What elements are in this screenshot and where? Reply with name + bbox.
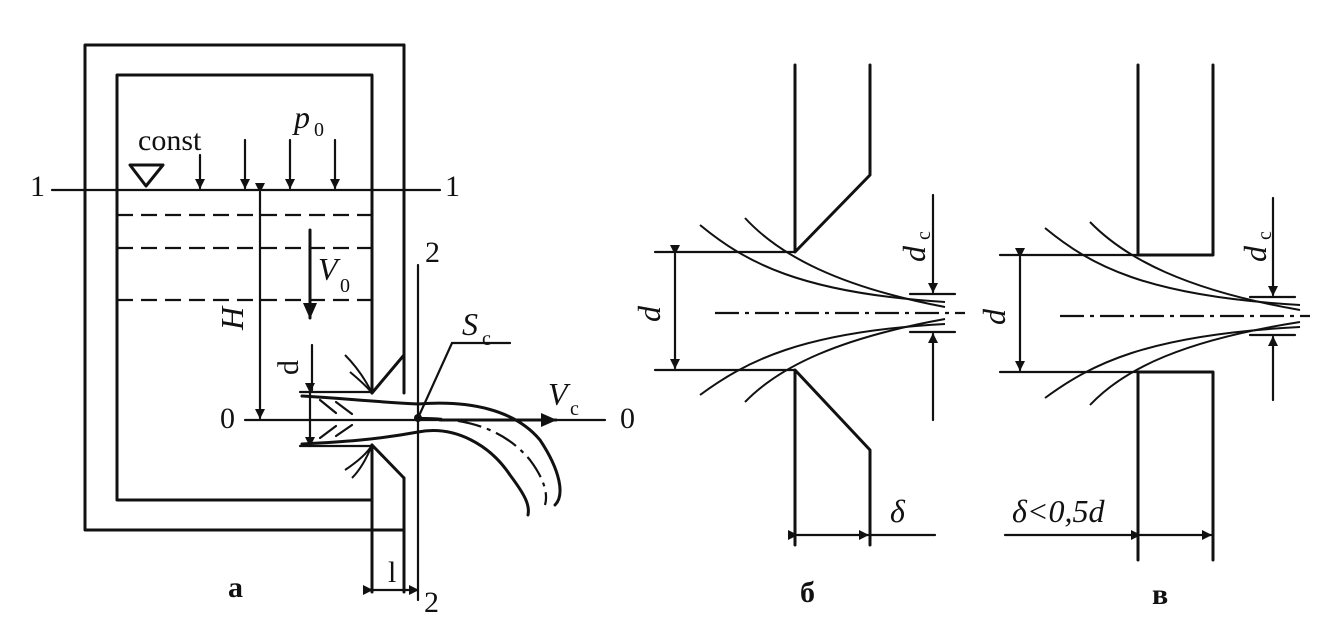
panel-v: d d c δ<0,5d в (976, 63, 1310, 611)
panel-b: d d c δ б (631, 63, 965, 609)
section-2-bottom-label: 2 (424, 586, 439, 619)
h-label: H (214, 305, 250, 331)
d-label: d (272, 360, 305, 375)
streamlines-v (1044, 221, 1301, 406)
const-label: const (138, 124, 202, 157)
panel-a: 1 1 const p 0 V 0 H 0 0 d (30, 43, 635, 619)
d-label-b: d (631, 305, 667, 322)
pressure-arrows (195, 138, 340, 190)
orifice-upper-bevel (370, 43, 406, 395)
orifice-lower-bevel (370, 443, 406, 594)
streamlines-b (699, 217, 946, 403)
panel-v-caption: в (1152, 578, 1168, 611)
wall-v-lower (1136, 370, 1215, 562)
p0-label: p (292, 99, 310, 135)
sc-subscript: c (482, 328, 491, 350)
section-1-right-label: 1 (445, 170, 460, 203)
wall-b-upper (793, 63, 872, 254)
wall-b-lower (793, 368, 872, 547)
v0-label: V (318, 251, 341, 287)
tank-inner-wall (115, 73, 374, 502)
v0-subscript: 0 (340, 275, 350, 297)
panel-a-caption: а (228, 571, 243, 604)
delta-label-v: δ<0,5d (1012, 493, 1105, 529)
dc-label-b: d (896, 245, 932, 262)
vc-subscript: c (570, 398, 579, 420)
panel-b-caption: б (800, 576, 815, 609)
delta-label-b: δ (890, 493, 906, 529)
section-0-left-label: 0 (220, 402, 235, 435)
sc-leader (416, 341, 512, 420)
d-label-v: d (976, 308, 1012, 325)
section-1-left-label: 1 (30, 170, 45, 203)
dc-subscript-v: c (1254, 231, 1276, 240)
vc-label: V (548, 376, 571, 412)
dc-label-v: d (1237, 245, 1273, 262)
l-label: l (388, 556, 396, 589)
level-triangle-icon (128, 163, 165, 188)
dc-subscript-b: c (913, 231, 935, 240)
tank-outer-wall (83, 43, 406, 532)
sc-label: S (462, 306, 478, 342)
jet (300, 354, 562, 517)
wall-v-upper (1136, 63, 1215, 257)
section-2-top-label: 2 (425, 236, 440, 269)
p0-subscript: 0 (314, 119, 324, 141)
section-0-right-label: 0 (620, 402, 635, 435)
